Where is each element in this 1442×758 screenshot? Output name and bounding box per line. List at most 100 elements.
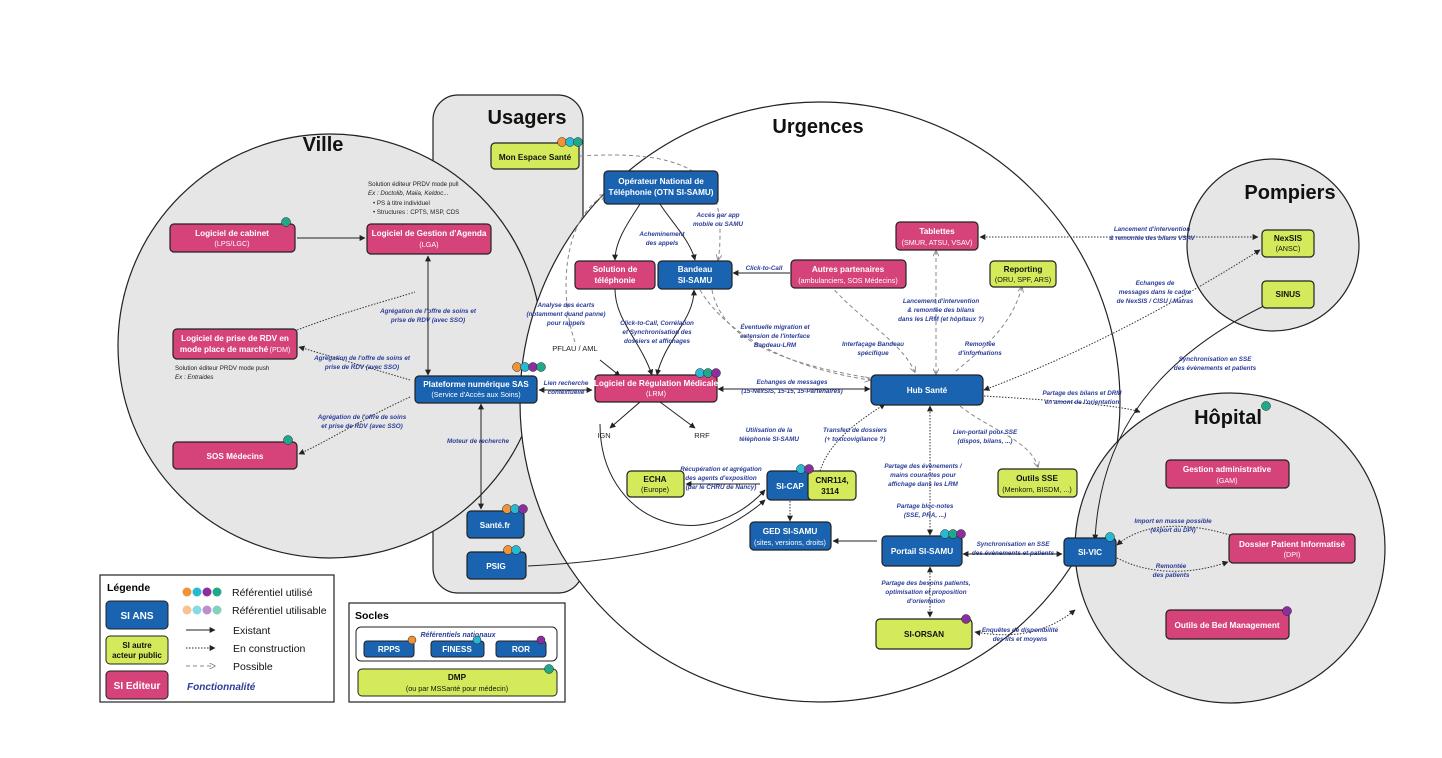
node-cnr[interactable]: CNR114, 3114 [807,470,857,501]
node-hub-sante[interactable]: Hub Santé [870,374,984,406]
node-autres-partenaires[interactable]: Autres partenaires (ambulanciers, SOS Mé… [790,259,907,289]
node-psig[interactable]: PSIG [466,551,527,580]
zone-title-ville: Ville [303,134,344,156]
svg-text:des appels: des appels [646,240,679,247]
svg-text:Partage des bilans et DRM: Partage des bilans et DRM [1042,390,1122,397]
node-outils-sse[interactable]: Outils SSE (Menkorn, BISDM, ...) [997,468,1078,498]
svg-text:(notamment quand panne): (notamment quand panne) [526,311,605,318]
socle-dot-rpps [407,635,417,645]
dot-sos [283,435,293,445]
zone-title-urgences: Urgences [772,116,863,138]
edge-pflau-lrm [599,359,621,377]
svg-text:(Service d'Accès aux Soins): (Service d'Accès aux Soins) [431,390,520,399]
dot-mes-1 [557,137,567,147]
connectors [296,154,1271,636]
node-lrm[interactable]: Logiciel de Régulation Médicale (LRM) [594,374,719,403]
svg-text:(ou par MSSanté pour médecin): (ou par MSSanté pour médecin) [406,684,508,693]
node-logiciel-cabinet[interactable]: Logiciel de cabinet (LPS/LGC) [169,223,296,253]
svg-text:mains courantes pour: mains courantes pour [890,472,956,479]
svg-text:NexSIS: NexSIS [1274,234,1303,243]
svg-text:CNR114,: CNR114, [815,476,848,485]
edge-solution-lrm [614,288,654,376]
node-si-cap[interactable]: SI-CAP [766,470,814,501]
svg-text:Agrégation de l'offre de soins: Agrégation de l'offre de soins et [313,355,411,362]
node-si-vic[interactable]: SI-VIC [1063,537,1117,567]
svg-text:(SMUR, ATSU, VSAV): (SMUR, ATSU, VSAV) [902,238,973,247]
svg-text:messages dans le cadre: messages dans le cadre [1119,289,1192,296]
svg-text:& remontée des bilans: & remontée des bilans [907,307,975,314]
socle-ror[interactable]: ROR [495,640,547,658]
edge-lrm-ign [609,401,641,429]
dot-portail-1 [940,529,950,539]
node-portail[interactable]: Portail SI-SAMU [881,535,963,567]
socles: Socles Référentiels nationaux RPPS FINES… [348,602,566,703]
dot-sas-3 [528,362,538,372]
svg-text:(Europe): (Europe) [641,485,669,494]
node-solution-telephonie[interactable]: Solution de téléphonie [574,260,656,290]
node-tablettes[interactable]: Tablettes (SMUR, ATSU, VSAV) [895,221,979,251]
svg-text:SI-CAP: SI-CAP [776,482,804,491]
dot-portail-3 [956,529,966,539]
edge-reporting-hub [954,287,1022,373]
legend-swatch-editeur [105,670,169,700]
node-gam[interactable]: Gestion administrative (GAM) [1165,459,1290,489]
note-lga-2: Ex : Doctolib, Maiia, Keldoc... [368,190,448,197]
node-plateforme-sas[interactable]: Plateforme numérique SAS (Service d'Accè… [414,375,538,404]
dot-cabinet [281,217,291,227]
svg-text:des évènements et patients: des évènements et patients [1174,365,1257,372]
svg-text:mobile ou SAMU: mobile ou SAMU [693,221,743,228]
dot-lrm-1 [695,368,705,378]
edge-otn-bandeau [659,203,697,261]
node-si-orsan[interactable]: SI-ORSAN [875,618,973,650]
svg-text:Logiciel de Gestion d'Agenda: Logiciel de Gestion d'Agenda [372,229,487,238]
socle-rpps[interactable]: RPPS [363,640,415,658]
edge-hub-sse [959,405,1038,467]
socle-dmp[interactable]: DMP (ou par MSSanté pour médecin) [357,668,558,697]
node-reporting[interactable]: Reporting (ORU, SPF, ARS) [989,260,1057,288]
svg-text:(SSE, PRA, ...): (SSE, PRA, ...) [904,512,946,519]
socles-ref-nat: Référentiels nationaux [420,632,496,639]
svg-text:Reporting: Reporting [1004,265,1043,274]
legend-swatch-public [105,635,169,665]
node-sinus[interactable]: SINUS [1261,280,1315,309]
svg-text:Moteur de recherche: Moteur de recherche [447,438,509,445]
socle-finess[interactable]: FINESS [430,640,485,658]
svg-text:Lancement d'intervention: Lancement d'intervention [903,298,980,305]
svg-text:(+ toxicovigilance ?): (+ toxicovigilance ?) [825,436,886,443]
svg-text:ROR: ROR [512,645,530,654]
svg-text:Utilisation de la: Utilisation de la [746,427,793,434]
node-operateur-otn[interactable]: Opérateur National de Téléphonie (OTN SI… [603,170,719,205]
dot-santefr-1 [502,504,512,514]
svg-text:téléphonie SI-SAMU: téléphonie SI-SAMU [739,436,799,443]
zone-title-hopital: Hôpital [1194,407,1262,429]
dot-orsan [961,614,971,624]
node-lga[interactable]: Logiciel de Gestion d'Agenda (LGA) [366,223,492,255]
node-nexsis[interactable]: NexSIS (ANSC) [1261,229,1315,258]
node-echa[interactable]: ECHA (Europe) [626,470,685,498]
svg-text:Outils de Bed Management: Outils de Bed Management [1174,621,1279,630]
edge-bandeau-lrm [655,289,697,376]
svg-text:Synchronisation en SSE: Synchronisation en SSE [977,541,1051,548]
svg-text:Téléphonie (OTN SI-SAMU): Téléphonie (OTN SI-SAMU) [608,188,713,197]
svg-text:Outils SSE: Outils SSE [1016,474,1058,483]
node-bandeau[interactable]: Bandeau SI-SAMU [657,260,733,290]
svg-text:prise de RDV (avec SSO): prise de RDV (avec SSO) [324,364,399,371]
svg-text:contextuelle: contextuelle [548,389,585,396]
svg-text:SOS Médecins: SOS Médecins [207,452,264,461]
svg-text:GED SI-SAMU: GED SI-SAMU [763,527,818,536]
node-sos-medecins[interactable]: SOS Médecins [172,441,298,470]
svg-text:Logiciel de Régulation Médical: Logiciel de Régulation Médicale [594,379,719,388]
legend-construction: En construction [233,643,306,655]
node-pdm[interactable]: Logiciel de prise de RDV en mode place d… [172,328,298,360]
node-bed-management[interactable]: Outils de Bed Management [1165,609,1290,640]
node-ged[interactable]: GED SI-SAMU (sites, versions, droits) [749,521,832,551]
node-sante-fr[interactable]: Santé.fr [466,510,525,539]
legend-possible: Possible [233,661,273,673]
svg-text:Plateforme numérique SAS: Plateforme numérique SAS [423,380,529,389]
node-dpi[interactable]: Dossier Patient Informatisé (DPI) [1228,533,1356,564]
legend-fonction: Fonctionnalité [187,682,256,693]
legend-ans: SI ANS [121,611,154,622]
node-mon-espace-sante[interactable]: Mon Espace Santé [490,142,580,170]
svg-text:Opérateur National de: Opérateur National de [618,177,704,186]
